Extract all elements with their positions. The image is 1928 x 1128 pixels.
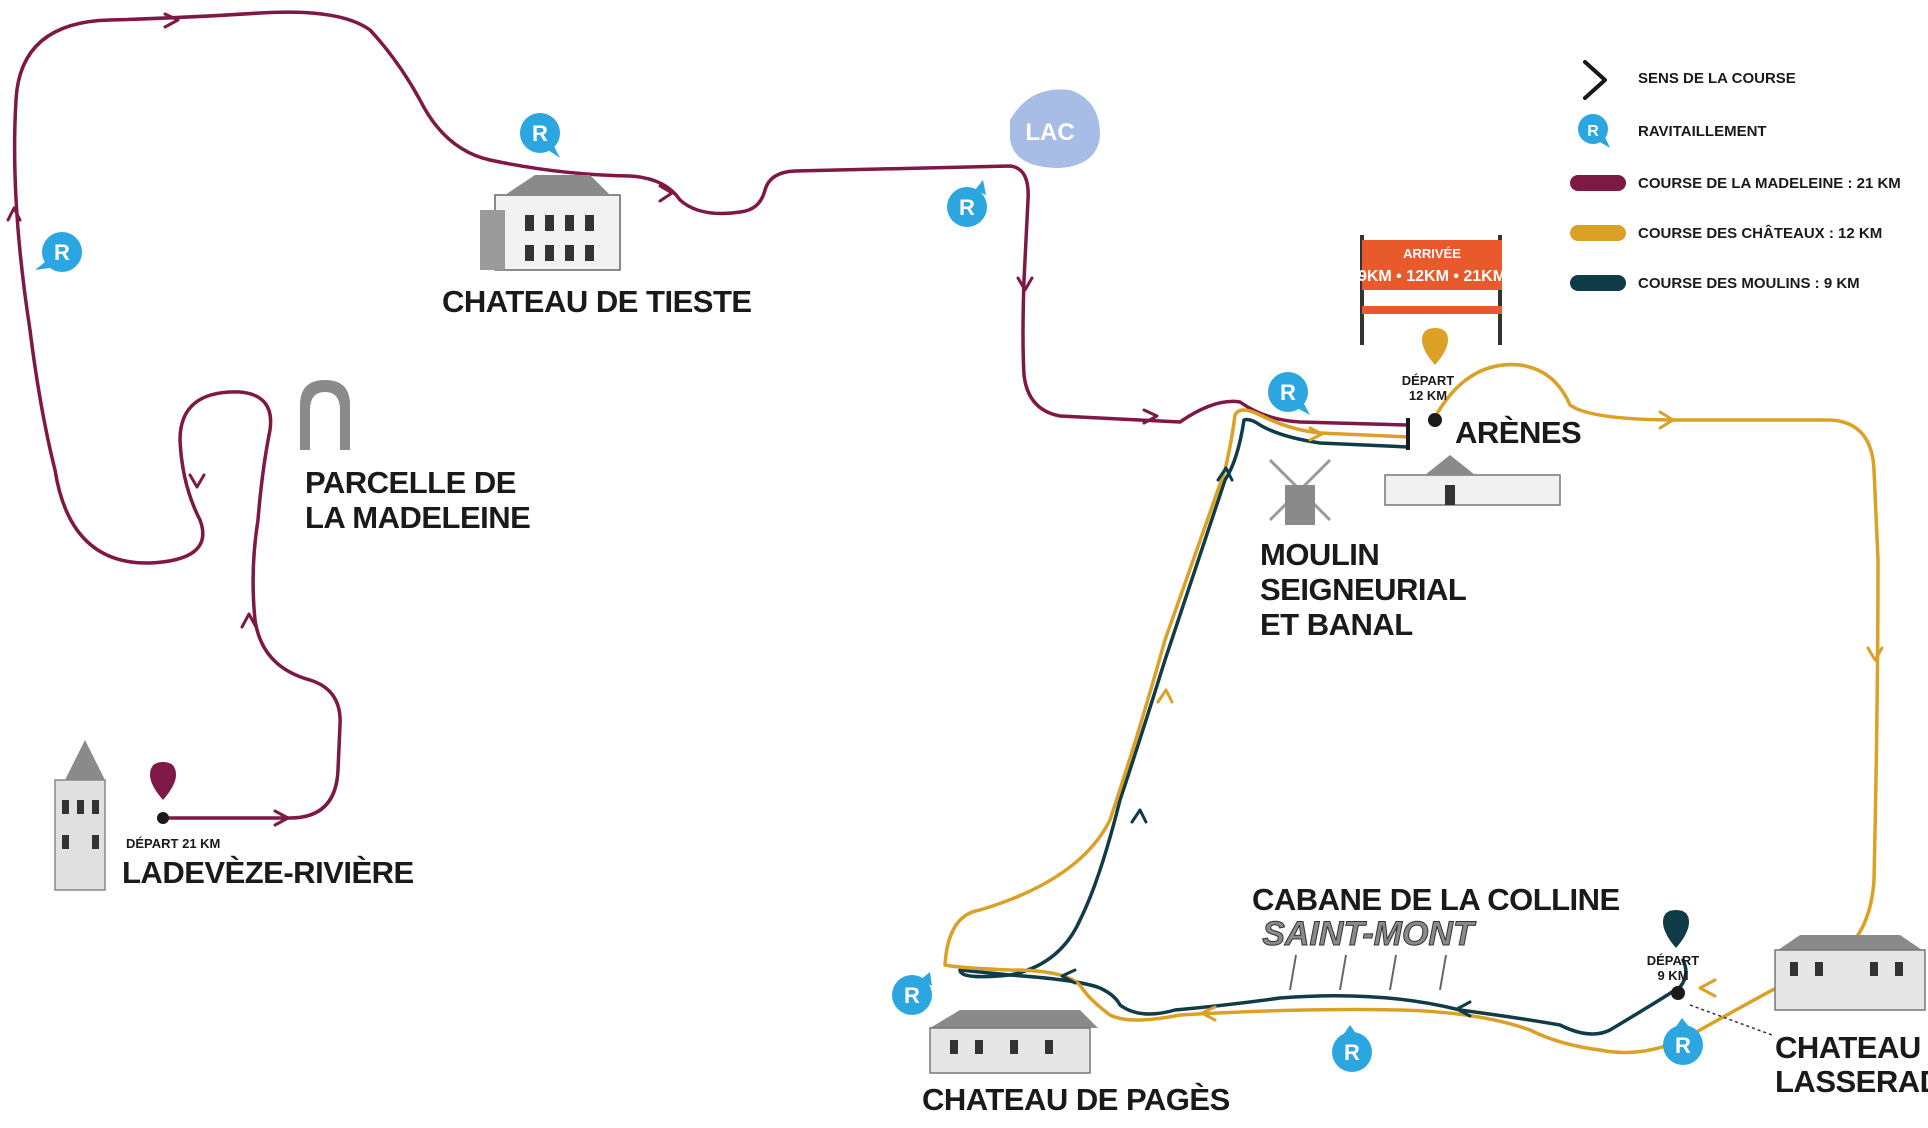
ladeveze-label: LADEVÈZE-RIVIÈRE: [122, 855, 414, 890]
cabane-label: CABANE DE LA COLLINE: [1252, 882, 1620, 917]
refuel-icon: R: [1268, 372, 1310, 415]
arrow-icon: [188, 473, 206, 489]
refuel-letter: R: [54, 240, 70, 265]
lasserade-label-1: CHATEAU DE: [1775, 1030, 1928, 1065]
arrow-icon: [6, 206, 22, 222]
start-pin-12km-icon: [1422, 328, 1448, 427]
lasserade-label-2: LASSERADE: [1775, 1064, 1928, 1099]
direction-arrows: [6, 12, 1884, 1022]
arrow-icon: [1016, 276, 1034, 292]
arrow-icon: [1060, 968, 1077, 985]
arenes-label: ARÈNES: [1455, 415, 1581, 450]
legend-direction-label: SENS DE LA COURSE: [1638, 70, 1796, 87]
saint-mont-label: SAINT-MONT: [1262, 915, 1477, 953]
refuel-letter: R: [1344, 1040, 1360, 1065]
arrow-icon: [163, 12, 180, 29]
moulin-label-1: MOULIN: [1260, 537, 1379, 572]
arrow-icon: [1156, 688, 1174, 704]
chateau-lasserade-icon: [1774, 935, 1926, 1011]
arenes-building-icon: [1384, 455, 1561, 506]
start-pin-9km-icon: [1663, 910, 1689, 1000]
arrow-icon: [658, 184, 674, 203]
start-9km-label-2: 9 KM: [1657, 968, 1688, 983]
refuel-icon: R: [892, 972, 932, 1015]
start-9km-label-1: DÉPART: [1647, 953, 1700, 968]
route-chateaux: [943, 362, 1880, 1055]
moulin-label-2: SEIGNEURIAL: [1260, 572, 1466, 607]
arrow-icon: [1698, 978, 1717, 998]
lasserade-leader-line: [1689, 1004, 1773, 1036]
refuel-letter: R: [1280, 380, 1296, 405]
parcelle-label-2: LA MADELEINE: [305, 500, 530, 535]
legend-swatch-chateaux: [1570, 225, 1626, 241]
legend-refuel-label: RAVITAILLEMENT: [1638, 123, 1767, 140]
legend-direction-icon: [1583, 60, 1607, 100]
chateau-tieste-label: CHATEAU DE TIESTE: [442, 284, 752, 319]
arrow-icon: [1200, 1005, 1217, 1022]
arrow-icon: [1455, 1000, 1472, 1018]
start-12km-label-1: DÉPART: [1402, 373, 1455, 388]
refuel-markers: R R R R R R R: [35, 113, 1703, 1072]
parcelle-label-1: PARCELLE DE: [305, 465, 516, 500]
refuel-letter: R: [532, 121, 548, 146]
legend-refuel-letter: R: [1587, 123, 1599, 140]
refuel-icon: R: [1332, 1025, 1372, 1072]
refuel-letter: R: [1675, 1033, 1691, 1058]
arrow-icon: [1216, 466, 1234, 482]
arrow-icon: [1308, 426, 1324, 442]
chateau-pages-icon: [929, 1010, 1098, 1074]
finish-distances: 9KM • 12KM • 21KM: [1358, 268, 1506, 285]
legend-swatch-moulins: [1570, 275, 1626, 291]
arrow-icon: [1866, 646, 1884, 662]
route-moulins: [958, 417, 1688, 1036]
legend-refuel-icon: R: [1578, 114, 1610, 148]
start-21km-label: DÉPART 21 KM: [126, 836, 220, 851]
refuel-icon: R: [35, 232, 82, 272]
church-tower-icon: [54, 740, 106, 891]
arrow-icon: [273, 809, 290, 827]
windmill-icon: [1268, 458, 1332, 525]
legend-route-moulins: COURSE DES MOULINS : 9 KM: [1638, 275, 1860, 292]
route-madeleine: [12, 10, 1410, 820]
legend-route-madeleine: COURSE DE LA MADELEINE : 21 KM: [1638, 175, 1901, 192]
start-12km-label-2: 12 KM: [1409, 388, 1447, 403]
ruin-arch-icon: [300, 380, 350, 450]
refuel-icon: R: [520, 113, 560, 158]
finish-title: ARRIVÉE: [1403, 246, 1461, 261]
lake-shape: [1010, 89, 1100, 168]
arrow-icon: [240, 612, 258, 629]
chateau-pages-label: CHATEAU DE PAGÈS: [922, 1082, 1230, 1117]
moulin-label-3: ET BANAL: [1260, 607, 1413, 642]
refuel-letter: R: [904, 983, 920, 1008]
refuel-icon: R: [947, 180, 987, 227]
lake-label: LAC: [1025, 119, 1074, 146]
chateau-tieste-icon: [480, 175, 621, 271]
legend: SENS DE LA COURSE R RAVITAILLEMENT COURS…: [1570, 60, 1901, 292]
start-pin-21km-icon: [150, 762, 176, 824]
legend-swatch-madeleine: [1570, 175, 1626, 191]
arrow-icon: [1142, 408, 1159, 425]
arrow-icon: [1130, 808, 1148, 824]
legend-route-chateaux: COURSE DES CHÂTEAUX : 12 KM: [1638, 224, 1882, 242]
refuel-letter: R: [959, 195, 975, 220]
refuel-icon: R: [1663, 1018, 1703, 1065]
cabane-stakes-icon: [1289, 954, 1447, 991]
finish-banner: [1360, 235, 1502, 345]
arrow-icon: [1658, 410, 1675, 430]
